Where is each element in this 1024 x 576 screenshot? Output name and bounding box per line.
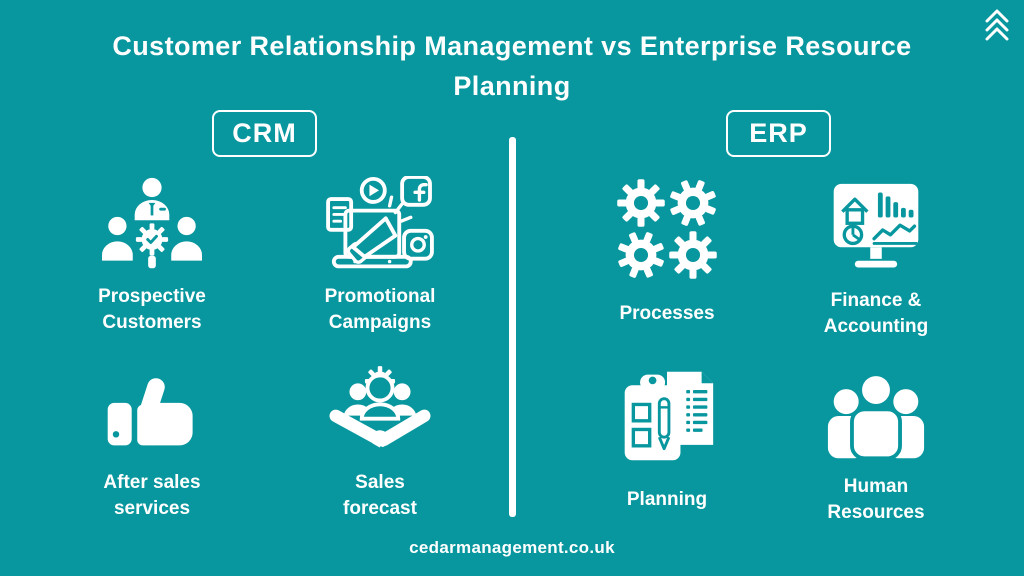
crm-item-promotional-campaigns: Promotional Campaigns xyxy=(275,172,485,336)
website-url: cedarmanagement.co.uk xyxy=(409,538,615,557)
people-group-icon xyxy=(811,362,941,466)
page-title-text: Customer Relationship Management vs Ente… xyxy=(112,31,912,101)
item-label: After sales services xyxy=(103,472,201,519)
page-title: Customer Relationship Management vs Ente… xyxy=(0,26,1024,106)
erp-item-planning: Planning xyxy=(562,362,772,526)
item-label: Sales forecast xyxy=(343,472,417,519)
item-label: Human Resources xyxy=(827,476,925,523)
item-label: Prospective Customers xyxy=(98,286,206,333)
crm-badge: CRM xyxy=(212,110,317,157)
crm-item-prospective-customers: Prospective Customers xyxy=(47,172,257,336)
triple-chevron-up-icon xyxy=(982,8,1012,46)
item-label: Planning xyxy=(626,489,708,511)
handshake-forecast-icon xyxy=(315,358,445,462)
erp-item-human-resources: Human Resources xyxy=(771,362,981,526)
crm-badge-label: CRM xyxy=(232,118,297,148)
item-label: Finance & Accounting xyxy=(823,290,929,337)
gears-icon xyxy=(602,176,732,280)
thumbs-up-icon xyxy=(87,358,217,462)
erp-badge-label: ERP xyxy=(749,118,808,148)
erp-item-finance-accounting: Finance & Accounting xyxy=(771,176,981,340)
erp-item-processes: Processes xyxy=(562,176,772,340)
prospective-customers-icon xyxy=(87,172,217,276)
item-label: Promotional Campaigns xyxy=(324,286,436,333)
finance-monitor-icon xyxy=(811,176,941,280)
erp-badge: ERP xyxy=(726,110,831,157)
vertical-divider xyxy=(509,137,516,517)
crm-item-sales-forecast: Sales forecast xyxy=(275,358,485,522)
promotional-campaigns-icon xyxy=(315,172,445,276)
item-label: Processes xyxy=(619,303,715,325)
planning-clipboard-icon xyxy=(602,362,732,466)
crm-item-after-sales-services: After sales services xyxy=(47,358,257,522)
